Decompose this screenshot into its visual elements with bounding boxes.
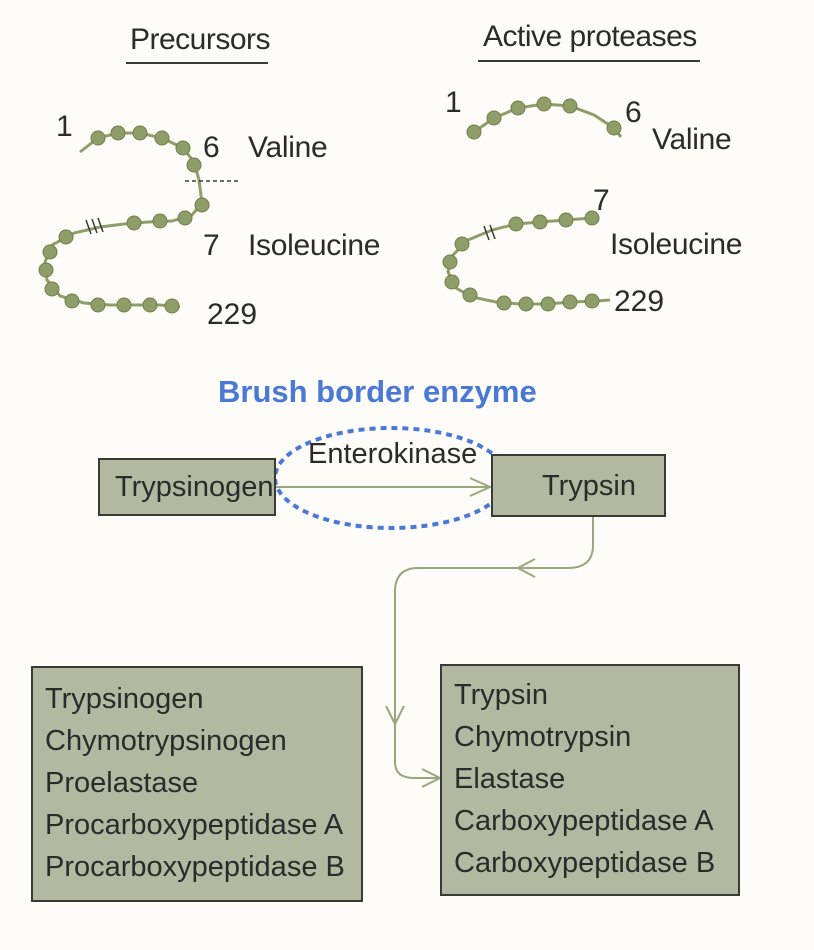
active-beads (442, 96, 622, 312)
active-n-terminus-label: 1 (445, 86, 462, 119)
chain-break-mark (483, 224, 496, 241)
active-residue-7-label: 7 (593, 184, 610, 217)
bead (510, 100, 526, 116)
bead (454, 236, 470, 252)
list-item: Trypsinogen (45, 683, 204, 715)
precursor-valine-label: Valine (248, 131, 328, 164)
active-residue-6-label: 6 (625, 96, 642, 129)
trypsinogen-label: Trypsinogen (115, 471, 274, 503)
list-item: Procarboxypeptidase B (45, 851, 345, 883)
precursor-residue-6-label: 6 (203, 131, 220, 164)
bead (164, 298, 180, 314)
list-item: Procarboxypeptidase A (45, 809, 344, 841)
bead (64, 293, 80, 309)
bead (116, 297, 132, 313)
bead (444, 274, 460, 290)
precursor-n-terminus-label: 1 (56, 110, 73, 143)
bead (486, 110, 502, 126)
bead (508, 216, 524, 232)
bead (152, 213, 168, 229)
bead (186, 157, 202, 173)
active-c-terminus-label: 229 (614, 285, 665, 318)
enterokinase-label: Enterokinase (308, 438, 478, 470)
list-item: Carboxypeptidase A (454, 805, 714, 837)
precursor-c-terminus-label: 229 (207, 298, 258, 331)
bead (44, 281, 60, 297)
bead (584, 293, 600, 309)
bead (442, 254, 458, 270)
list-item: Chymotrypsinogen (45, 725, 287, 757)
trypsin-box: Trypsin (491, 454, 666, 517)
bead (38, 262, 54, 278)
bead (142, 297, 158, 313)
bead (558, 212, 574, 228)
bead (154, 130, 170, 146)
bead (606, 120, 622, 136)
precursor-beads (38, 125, 210, 314)
bead (58, 229, 74, 245)
brush-border-annotation: Brush border enzyme (218, 374, 537, 409)
active-valine-label: Valine (652, 123, 732, 156)
list-item: Proelastase (45, 767, 199, 799)
chain-break-mark (85, 217, 104, 235)
bead (90, 130, 106, 146)
bead (466, 124, 482, 140)
bead (42, 244, 58, 260)
precursor-list-box: Trypsinogen Chymotrypsinogen Proelastase… (31, 666, 363, 902)
bead (532, 214, 548, 230)
bead (518, 296, 534, 312)
bead (496, 295, 512, 311)
list-item: Carboxypeptidase B (454, 847, 716, 879)
bead (177, 210, 193, 226)
bead (90, 297, 106, 313)
precursor-isoleucine-label: Isoleucine (248, 229, 381, 262)
list-item: Elastase (454, 763, 566, 795)
precursor-residue-7-label: 7 (203, 229, 220, 262)
bead (562, 98, 578, 114)
trypsin-label: Trypsin (542, 470, 636, 502)
active-chain (442, 96, 623, 312)
bead (562, 294, 578, 310)
precursor-chain (38, 125, 238, 314)
precursors-header: Precursors (130, 23, 271, 56)
active-list: Trypsin Chymotrypsin Elastase Carboxypep… (454, 674, 715, 884)
bead (126, 215, 142, 231)
activation-arrow (276, 477, 493, 497)
precursor-list: Trypsinogen Chymotrypsinogen Proelastase… (45, 678, 345, 888)
bead (194, 197, 210, 213)
bead (584, 210, 600, 226)
bead (175, 140, 191, 156)
bead (462, 287, 478, 303)
bead (536, 96, 552, 112)
list-item: Trypsin (454, 679, 548, 711)
trypsinogen-box: Trypsinogen (98, 458, 276, 516)
bead (110, 125, 126, 141)
active-proteases-header: Active proteases (483, 20, 697, 53)
bead (540, 296, 556, 312)
active-isoleucine-label: Isoleucine (610, 228, 743, 261)
list-item: Chymotrypsin (454, 721, 632, 753)
active-list-box: Trypsin Chymotrypsin Elastase Carboxypep… (440, 664, 740, 896)
feedback-arrow (385, 517, 594, 788)
bead (132, 125, 148, 141)
